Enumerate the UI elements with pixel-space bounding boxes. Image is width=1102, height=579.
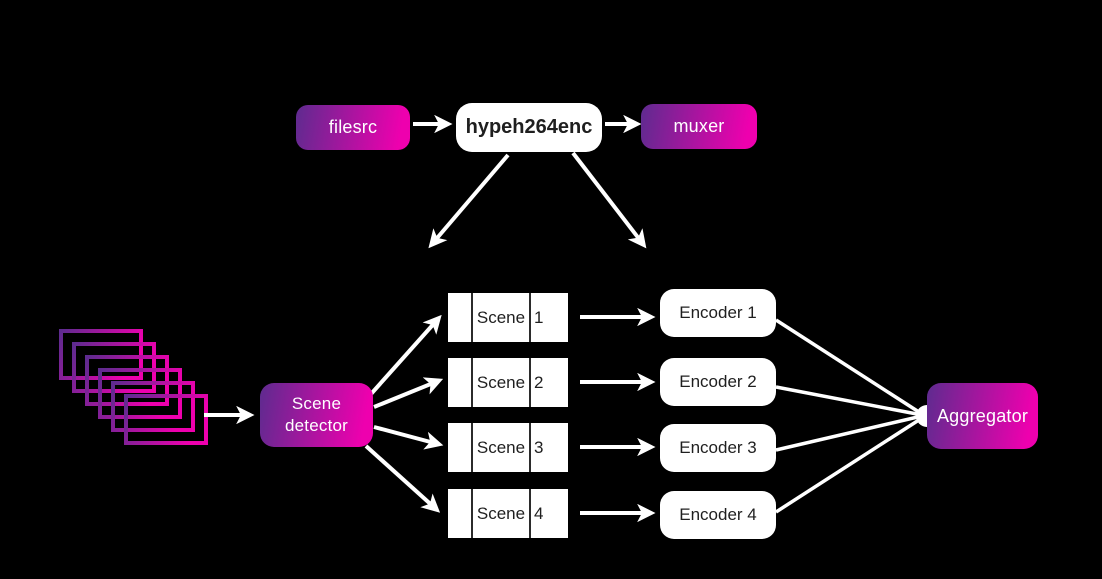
scene-box-2-left-cell bbox=[448, 358, 473, 407]
encoder-3-label: Encoder 3 bbox=[679, 438, 757, 457]
arrow-detector-to-scene-4 bbox=[364, 444, 441, 513]
encoder-box-3: Encoder 3 bbox=[660, 424, 776, 472]
scene-detector-line2: detector bbox=[284, 416, 349, 435]
arrow-expand-left bbox=[428, 153, 510, 249]
aggregator-node: Aggregator bbox=[927, 383, 1038, 449]
scene-box-1: Scene 1 bbox=[448, 293, 568, 342]
scene-box-3-label: Scene bbox=[473, 423, 531, 472]
scene-box-4: Scene 4 bbox=[448, 489, 568, 538]
arrow-detector-to-scene-2 bbox=[373, 377, 444, 409]
hypeh264enc-label: hypeh264enc bbox=[465, 116, 593, 138]
filesrc-node: filesrc bbox=[296, 105, 410, 150]
scene-box-2-label: Scene bbox=[473, 358, 531, 407]
aggregator-label: Aggregator bbox=[936, 405, 1029, 426]
filesrc-label: filesrc bbox=[328, 117, 378, 137]
encoder-box-4: Encoder 4 bbox=[660, 491, 776, 539]
scene-box-2: Scene 2 bbox=[448, 358, 568, 407]
scene-box-4-number: 4 bbox=[534, 503, 544, 523]
scene-box-3: Scene 3 bbox=[448, 423, 568, 472]
scene-box-1-number: 1 bbox=[534, 307, 544, 327]
line-encoder3-to-aggregator bbox=[775, 414, 923, 452]
encoder-1-label: Encoder 1 bbox=[679, 303, 757, 322]
line-encoder4-to-aggregator bbox=[775, 416, 923, 514]
encoder-2-label: Encoder 2 bbox=[679, 372, 757, 391]
arrow-detector-to-scene-3 bbox=[373, 425, 444, 450]
arrow-detector-to-scene-1 bbox=[369, 314, 442, 396]
muxer-label: muxer bbox=[673, 116, 725, 136]
scene-detector-line1: Scene bbox=[291, 393, 342, 413]
muxer-node: muxer bbox=[641, 104, 757, 149]
scene-box-4-left-cell bbox=[448, 489, 473, 538]
scene-box-3-number: 3 bbox=[534, 437, 544, 457]
scene-box-1-left-cell bbox=[448, 293, 473, 342]
encoder-box-1: Encoder 1 bbox=[660, 289, 776, 337]
encoder-box-2: Encoder 2 bbox=[660, 358, 776, 406]
video-frames-stack-icon bbox=[59, 329, 208, 445]
encoder-4-label: Encoder 4 bbox=[679, 505, 757, 524]
line-encoder2-to-aggregator bbox=[775, 385, 923, 417]
scene-detector-node: Scene detector bbox=[260, 383, 373, 447]
hypeh264enc-node: hypeh264enc bbox=[456, 103, 602, 152]
line-encoder1-to-aggregator bbox=[775, 318, 923, 416]
scene-box-4-label: Scene bbox=[473, 489, 531, 538]
scene-box-3-left-cell bbox=[448, 423, 473, 472]
scene-box-2-number: 2 bbox=[534, 372, 544, 392]
scene-box-1-label: Scene bbox=[473, 293, 531, 342]
scene-detector-label: Scene detector bbox=[285, 393, 348, 438]
aggregator-inlet-icon bbox=[916, 405, 927, 427]
arrow-expand-right bbox=[571, 151, 647, 249]
